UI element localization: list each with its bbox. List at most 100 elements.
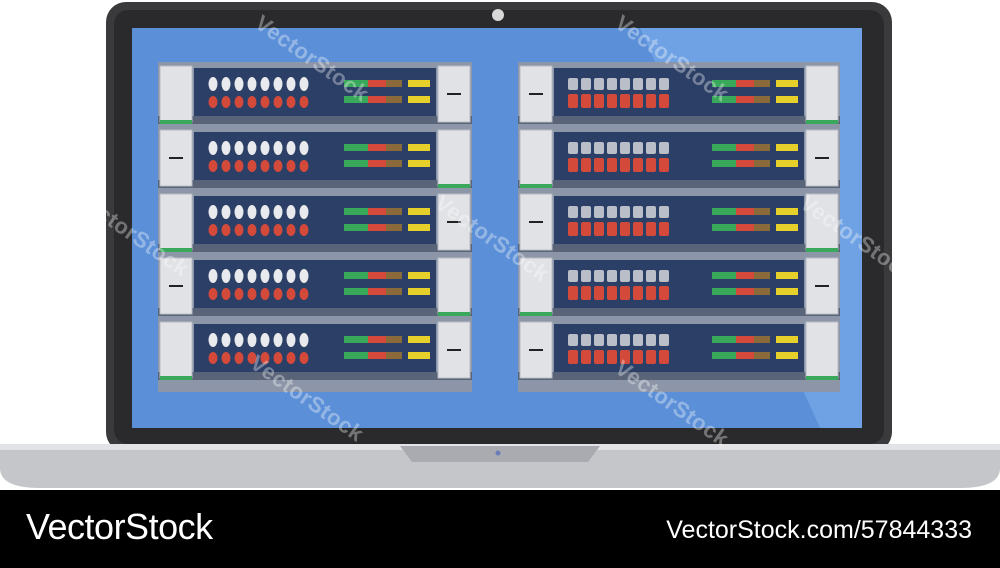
status-bar-red bbox=[736, 96, 754, 103]
drive-light-white bbox=[286, 205, 296, 219]
drive-light-red bbox=[208, 352, 218, 364]
drive-bay-gray bbox=[568, 142, 578, 154]
status-bar-yellow bbox=[408, 160, 430, 167]
status-bar-red bbox=[368, 224, 386, 231]
drive-bay-red bbox=[607, 158, 617, 172]
status-bar-brown bbox=[754, 160, 770, 167]
drive-bay-red bbox=[633, 350, 643, 364]
drive-bay-red bbox=[646, 94, 656, 108]
drive-bay-gray bbox=[568, 206, 578, 218]
image-id-link[interactable]: VectorStock.com/57844333 bbox=[666, 516, 972, 544]
drive-light-red bbox=[299, 352, 309, 364]
rack-unit bbox=[158, 257, 472, 316]
drive-light-red bbox=[273, 352, 283, 364]
status-bar-brown bbox=[754, 80, 770, 87]
drive-light-red bbox=[221, 288, 231, 300]
status-bar-yellow bbox=[776, 272, 798, 279]
status-bar-green bbox=[344, 144, 368, 151]
drive-light-red bbox=[273, 96, 283, 108]
drive-bay-red bbox=[594, 158, 604, 172]
unit-panel bbox=[554, 324, 804, 372]
status-bar-green bbox=[712, 80, 736, 87]
drive-light-red bbox=[234, 160, 244, 172]
drive-bay-gray bbox=[568, 270, 578, 282]
green-status-strip bbox=[806, 376, 838, 380]
status-bar-brown bbox=[754, 288, 770, 295]
drive-light-white bbox=[273, 77, 283, 91]
drive-light-white bbox=[260, 269, 270, 283]
unit-panel bbox=[194, 196, 436, 244]
drive-light-white bbox=[247, 141, 257, 155]
drive-light-white bbox=[247, 269, 257, 283]
unit-panel bbox=[554, 132, 804, 180]
status-bar-brown bbox=[754, 336, 770, 343]
rack-unit bbox=[158, 321, 472, 380]
status-bar-yellow bbox=[408, 224, 430, 231]
side-panel bbox=[805, 193, 839, 251]
base-indicator-icon bbox=[495, 450, 501, 456]
drive-light-red bbox=[221, 96, 231, 108]
drive-bay-red bbox=[594, 94, 604, 108]
drive-light-red bbox=[260, 224, 270, 236]
drive-bay-gray bbox=[607, 334, 617, 346]
drive-light-white bbox=[221, 333, 231, 347]
drive-light-red bbox=[221, 224, 231, 236]
status-bar-yellow bbox=[408, 96, 430, 103]
status-bar-green bbox=[344, 96, 368, 103]
drive-light-white bbox=[286, 77, 296, 91]
drive-bay-gray bbox=[659, 270, 669, 282]
drive-bay-red bbox=[568, 222, 578, 236]
side-panel bbox=[159, 193, 193, 251]
status-bar-yellow bbox=[776, 288, 798, 295]
unit-shelf bbox=[158, 308, 472, 316]
drive-light-white bbox=[234, 333, 244, 347]
drive-bay-red bbox=[659, 94, 669, 108]
status-bar-brown bbox=[386, 272, 402, 279]
drive-light-white bbox=[260, 141, 270, 155]
drive-light-red bbox=[221, 352, 231, 364]
green-status-strip bbox=[438, 312, 470, 316]
drive-light-white bbox=[299, 77, 309, 91]
drive-bay-gray bbox=[581, 270, 591, 282]
drive-light-white bbox=[286, 269, 296, 283]
drive-bay-red bbox=[620, 286, 630, 300]
drive-bay-red bbox=[581, 222, 591, 236]
side-panel bbox=[159, 321, 193, 379]
side-panel bbox=[437, 129, 471, 187]
drive-bay-gray bbox=[581, 78, 591, 90]
drive-light-red bbox=[286, 224, 296, 236]
status-bar-red bbox=[368, 288, 386, 295]
drive-light-white bbox=[221, 141, 231, 155]
drive-light-white bbox=[286, 141, 296, 155]
side-panel bbox=[805, 257, 839, 315]
drive-light-white bbox=[273, 205, 283, 219]
status-bar-brown bbox=[386, 352, 402, 359]
status-bar-yellow bbox=[408, 288, 430, 295]
drive-light-white bbox=[247, 77, 257, 91]
status-bar-yellow bbox=[408, 144, 430, 151]
drive-light-white bbox=[260, 333, 270, 347]
status-bar-brown bbox=[386, 144, 402, 151]
green-status-strip bbox=[160, 376, 192, 380]
green-status-strip bbox=[160, 248, 192, 252]
drive-bay-red bbox=[594, 350, 604, 364]
drive-bay-red bbox=[568, 158, 578, 172]
server-racks bbox=[158, 62, 840, 392]
status-bar-brown bbox=[386, 80, 402, 87]
status-bar-green bbox=[712, 288, 736, 295]
brand-logo[interactable]: VectorStock bbox=[26, 506, 213, 547]
status-bar-brown bbox=[386, 336, 402, 343]
status-bar-brown bbox=[386, 160, 402, 167]
status-bar-yellow bbox=[408, 352, 430, 359]
status-bar-yellow bbox=[408, 336, 430, 343]
drive-bay-gray bbox=[594, 270, 604, 282]
side-panel bbox=[519, 257, 553, 315]
unit-panel bbox=[194, 260, 436, 308]
footer-bar: VectorStock VectorStock.com/57844333 bbox=[0, 490, 1000, 568]
status-bar-green bbox=[712, 224, 736, 231]
drive-light-white bbox=[208, 141, 218, 155]
status-bar-green bbox=[344, 208, 368, 215]
drive-light-red bbox=[286, 96, 296, 108]
drive-bay-gray bbox=[659, 142, 669, 154]
drive-bay-gray bbox=[659, 206, 669, 218]
